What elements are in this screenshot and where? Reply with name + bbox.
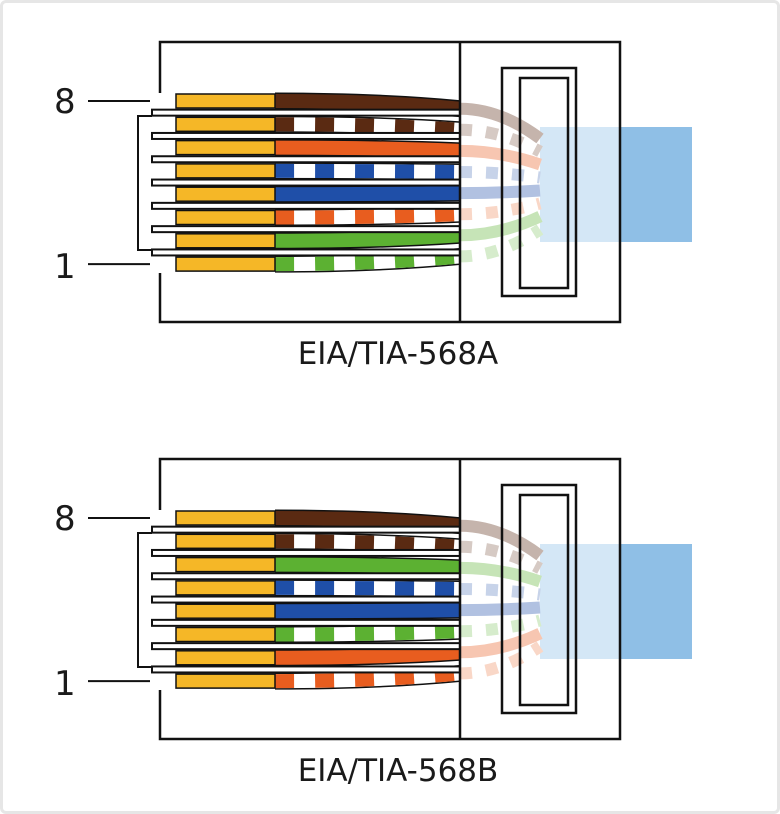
contact-separator [151, 525, 461, 534]
contact-separator [151, 618, 461, 627]
wire-orange [175, 139, 542, 171]
contact-separator [151, 548, 461, 557]
gold-contact [175, 603, 276, 619]
wire-stripe [274, 534, 461, 554]
pin-8-label: 8 [54, 499, 76, 539]
wire-faded [459, 197, 542, 221]
wire-faded [459, 641, 544, 680]
pin-1-label: 1 [54, 247, 76, 287]
wire-faded [459, 144, 542, 171]
gold-contact [175, 163, 276, 179]
wire-stripe [274, 580, 461, 596]
wire-body [274, 140, 461, 158]
standard-title: EIA/TIA-568B [298, 753, 499, 789]
wire-stripe [274, 666, 461, 689]
wire-faded [459, 628, 543, 659]
wire-faded [459, 184, 541, 200]
wire-faded [459, 123, 543, 157]
cable-jacket-highlight [540, 127, 620, 242]
contact-separator [151, 108, 461, 117]
wire-body [274, 645, 461, 665]
pin-1-label: 1 [54, 664, 76, 704]
pin-8-label: 8 [54, 82, 76, 122]
contact-separator [151, 248, 461, 257]
wire-faded [459, 519, 544, 561]
gold-contact [175, 556, 276, 573]
wire-faded [459, 614, 542, 638]
connector-housing [158, 40, 622, 324]
wire-faded [459, 601, 541, 617]
wire-faded [459, 540, 543, 574]
gold-contact [175, 93, 276, 109]
contact-separator [151, 178, 461, 187]
wire-green-white [175, 614, 542, 643]
wire-stripe [274, 117, 461, 137]
contact-separator [151, 572, 461, 581]
contact-separator [151, 225, 461, 234]
wire-stripe [274, 249, 461, 272]
gold-contact [175, 139, 276, 156]
wire-orange [175, 628, 543, 667]
wire-brown [175, 92, 544, 144]
gold-contact [175, 650, 276, 666]
cable-jacket-highlight [540, 544, 620, 659]
gold-contact [175, 533, 276, 550]
gold-contact [175, 186, 276, 202]
gold-contact [175, 256, 276, 272]
wire-blue-white [175, 162, 541, 184]
wire-faded [459, 561, 542, 588]
wire-faded [459, 166, 541, 184]
locking-tab-outer [500, 66, 578, 298]
wire-body [274, 186, 461, 202]
wire-body [274, 94, 461, 116]
wire-body [274, 228, 461, 248]
contact-separator [151, 201, 461, 210]
wire-green-white [175, 224, 544, 273]
wire-green [175, 556, 542, 588]
pin-group-bracket [137, 532, 152, 668]
connector-housing [158, 457, 622, 741]
gold-contact [175, 673, 276, 689]
wire-faded [459, 102, 544, 144]
contact-separator [151, 595, 461, 604]
contact-separator [151, 131, 461, 140]
wire-brown-white [175, 115, 543, 157]
wire-body [274, 557, 461, 575]
wire-brown-white [175, 532, 543, 574]
pin-group-bracket [137, 115, 152, 251]
wire-brown [175, 509, 544, 561]
wire-stripe [274, 624, 461, 642]
wire-green [175, 211, 543, 250]
gold-contact [175, 510, 276, 526]
contact-separator [151, 642, 461, 651]
wire-body [274, 511, 461, 533]
contact-separator [151, 155, 461, 164]
wire-blue-white [175, 579, 541, 601]
locking-tab-inner [518, 493, 570, 707]
wire-stripe [274, 207, 461, 225]
wire-faded [459, 211, 543, 242]
locking-tab-inner [518, 76, 570, 290]
wire-faded [459, 224, 544, 263]
gold-contact [175, 233, 276, 249]
wire-faded [459, 583, 541, 601]
locking-tab-outer [500, 483, 578, 715]
gold-contact [175, 626, 276, 643]
standard-title: EIA/TIA-568A [298, 336, 499, 372]
wire-blue [175, 184, 541, 203]
gold-contact [175, 580, 276, 596]
wire-body [274, 603, 461, 619]
gold-contact [175, 209, 276, 226]
wire-orange-white [175, 641, 544, 690]
wire-orange-white [175, 197, 542, 226]
gold-contact [175, 116, 276, 133]
wire-blue [175, 601, 541, 620]
contact-separator [151, 665, 461, 674]
wire-stripe [274, 163, 461, 179]
